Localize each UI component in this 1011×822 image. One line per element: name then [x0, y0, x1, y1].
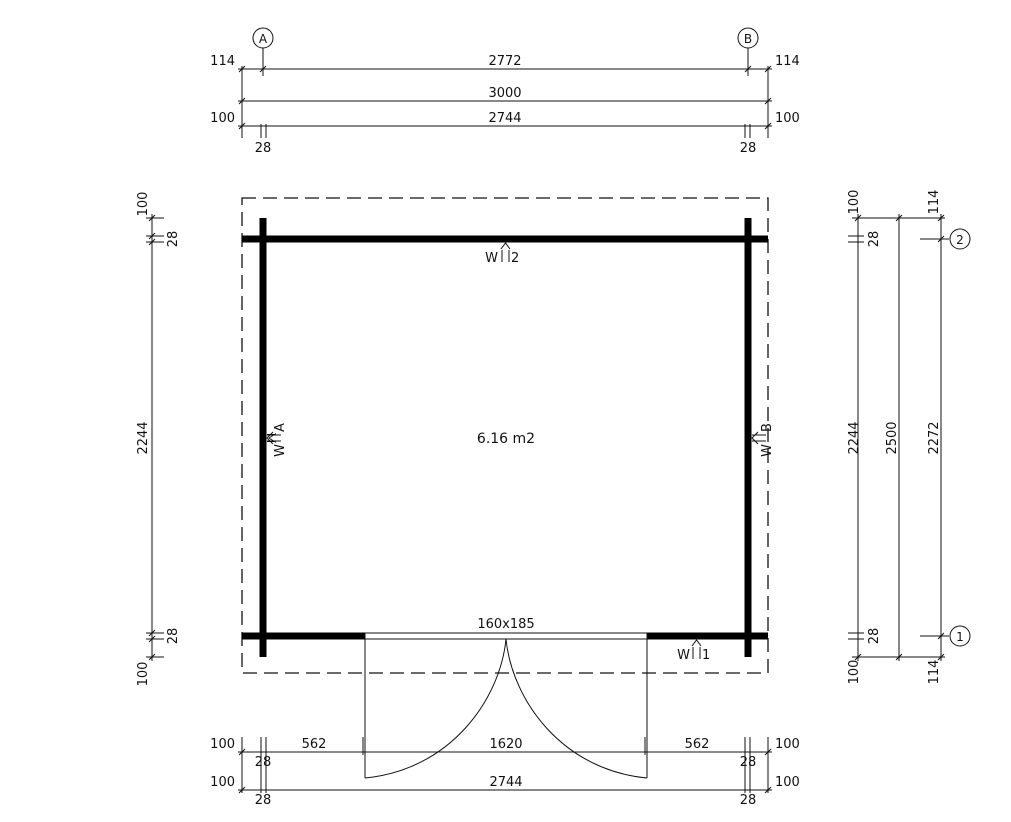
dim-top-left-100: 100 — [210, 111, 235, 126]
left-dimension-chain: 100 28 2244 28 100 — [136, 192, 181, 687]
grid-bubble-2 — [949, 228, 971, 250]
dim-right-top-100: 100 — [847, 190, 862, 215]
wall-tag-wa: W A — [267, 423, 288, 457]
dim-bottom-right-segment: 562 — [685, 737, 710, 752]
dim-bottom-upper-left-100: 100 — [210, 737, 235, 752]
right-dimension-chain: 2 1 100 114 28 2244 2500 2272 28 100 114 — [847, 190, 971, 685]
svg-text:2: 2 — [511, 251, 519, 266]
svg-text:B: B — [760, 423, 775, 432]
dim-bottom-lower-right-100: 100 — [775, 775, 800, 790]
bottom-dimension-chain: 100 562 1620 562 100 28 28 100 2744 100 … — [210, 737, 800, 808]
arrow-right-icon — [751, 431, 766, 445]
svg-text:W: W — [273, 444, 288, 457]
dim-top-right-28: 28 — [740, 141, 757, 156]
wall-tag-w2: W 2 — [485, 242, 519, 266]
dim-top-grid-span: 2772 — [488, 54, 521, 69]
roof-overhang-outline — [241, 197, 769, 674]
door-swing-right — [505, 638, 648, 779]
arrow-up-icon — [500, 242, 511, 262]
wall-tag-wb: W B — [760, 423, 775, 457]
dim-top-left-114: 114 — [210, 54, 235, 69]
dim-right-top-114: 114 — [927, 190, 942, 215]
wall-tag-w1: W 1 — [677, 639, 710, 663]
dim-right-bottom-114: 114 — [927, 660, 942, 685]
svg-text:W: W — [485, 251, 498, 266]
dim-bottom-upper-right-28: 28 — [740, 755, 757, 770]
arrow-up-icon — [691, 639, 702, 659]
dim-top-overall: 3000 — [488, 86, 521, 101]
dim-bottom-door-width: 1620 — [489, 737, 522, 752]
dim-bottom-inner: 2744 — [489, 775, 522, 790]
grid-label-1: 1 — [956, 630, 964, 644]
svg-text:W: W — [760, 444, 775, 457]
dim-right-bottom-28: 28 — [867, 628, 882, 645]
grid-label-2: 2 — [956, 233, 964, 247]
door-size-label: 160x185 — [477, 617, 534, 632]
grid-bubble-1 — [949, 625, 971, 647]
door-swing-left — [364, 638, 507, 779]
dim-bottom-lower-right-28: 28 — [740, 793, 757, 808]
svg-text:W: W — [677, 648, 690, 663]
dim-bottom-lower-left-100: 100 — [210, 775, 235, 790]
dim-top-inner: 2744 — [488, 111, 521, 126]
arrow-left-icon — [266, 431, 281, 445]
door-opening — [364, 632, 648, 640]
dim-right-inner: 2244 — [847, 421, 862, 454]
dim-left-top-28: 28 — [166, 231, 181, 248]
svg-text:A: A — [273, 423, 288, 432]
grid-label-a: A — [259, 32, 268, 46]
grid-label-b: B — [744, 32, 752, 46]
dim-left-bottom-28: 28 — [166, 628, 181, 645]
dim-right-top-28: 28 — [867, 231, 882, 248]
dim-bottom-lower-left-28: 28 — [255, 793, 272, 808]
dim-bottom-upper-right-100: 100 — [775, 737, 800, 752]
svg-text:1: 1 — [702, 648, 710, 663]
dim-right-bottom-100: 100 — [847, 660, 862, 685]
dim-bottom-left-segment: 562 — [302, 737, 327, 752]
dim-right-overall: 2500 — [885, 421, 900, 454]
dim-top-left-28: 28 — [255, 141, 272, 156]
dim-top-right-100: 100 — [775, 111, 800, 126]
top-dimension-chain: A B 114 2772 114 3000 100 2744 100 28 — [210, 27, 800, 156]
dim-bottom-upper-left-28: 28 — [255, 755, 272, 770]
floor-area-label: 6.16 m2 — [477, 431, 535, 447]
dim-left-top-100: 100 — [136, 192, 151, 217]
building-plan: 160x185 6.16 m2 W 2 W 1 W A W B — [241, 197, 775, 779]
dim-left-bottom-100: 100 — [136, 662, 151, 687]
dim-top-right-114: 114 — [775, 54, 800, 69]
dim-right-grid-span: 2272 — [927, 421, 942, 454]
dim-left-inner: 2244 — [136, 421, 151, 454]
